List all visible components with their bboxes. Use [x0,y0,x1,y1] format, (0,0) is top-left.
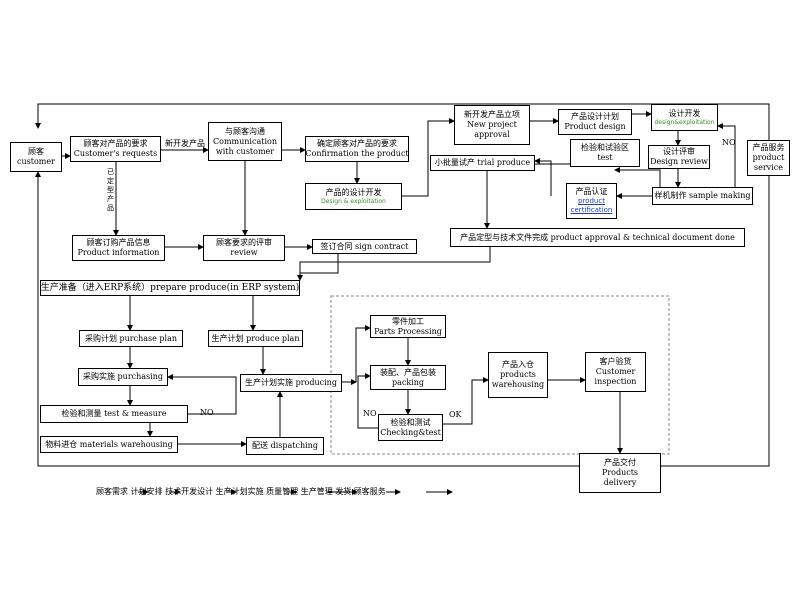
sample-making-box: 样机制作 sample making [652,187,753,205]
product-certification-box: 产品认证 product certification [566,183,617,219]
established-label: 已定型产品 [107,168,114,212]
approval-done-box: 产品定型与技术文件完成 product approval & technical… [450,228,745,247]
new-develop-label: 新开发产品 [165,139,205,148]
design-exploitation-box: 设计开发 design&exploitation [651,104,718,131]
legend: 顾客需求 计划安排 技术开发设计 生产计划实施 质量管理 生产管理 发货 顾客服… [96,486,386,498]
design-development-box: 产品的设计开发 Design & exploitation [305,183,402,210]
produce-plan-box: 生产计划 produce plan [208,330,303,347]
no-checking-label: NO [363,409,377,418]
sign-contract-box: 签订合同 sign contract [312,239,417,254]
no-design-label: NO [722,138,736,147]
dispatching-box: 配送 dispatching [246,437,324,455]
purchase-plan-box: 采购计划 purchase plan [79,330,183,347]
purchasing-box: 采购实施 purchasing [78,368,168,386]
legend-text: 顾客需求 计划安排 技术开发设计 生产计划实施 质量管理 生产管理 发货 顾客服… [96,487,386,496]
prepare-produce-box: 生产准备（进入ERP系统）prepare produce(in ERP syst… [40,280,300,296]
materials-warehousing-box: 物料进仓 materials warehousing [40,436,178,453]
producing-box: 生产计划实施 producing [240,374,342,392]
test-measure-box: 检验和测量 test & measure [40,405,188,423]
ok-checking-label: OK [449,410,462,419]
no-purchase-label: NO [200,408,214,417]
trial-produce-box: 小批量试产 trial produce [430,155,535,171]
